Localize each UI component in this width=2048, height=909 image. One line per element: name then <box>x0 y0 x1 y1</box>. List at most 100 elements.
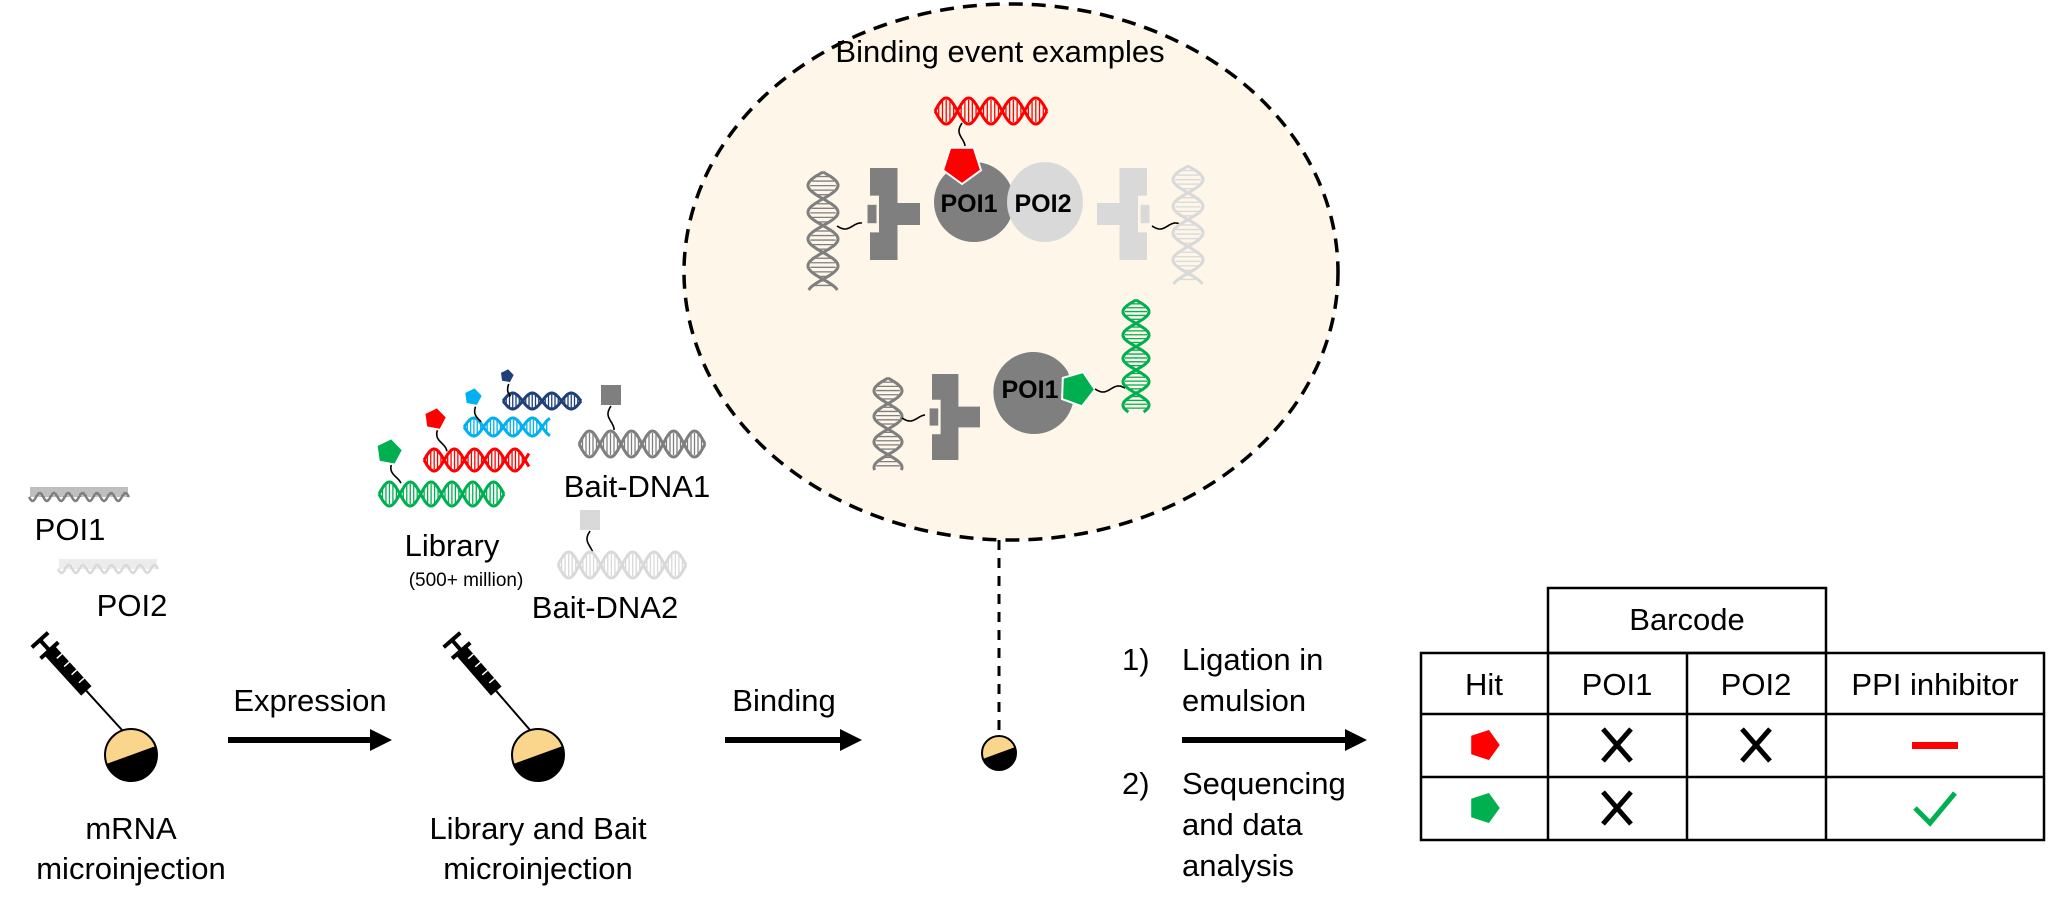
check-icon <box>1913 791 1957 827</box>
blue-library-dna-icon <box>462 416 551 438</box>
syringe-plunger <box>38 638 51 652</box>
bait-ligand <box>867 204 877 224</box>
poi2-mrna-icon <box>56 559 160 575</box>
bait1-ligand-icon <box>601 385 621 405</box>
syringe-plunger <box>450 638 463 652</box>
bait1-holder <box>929 374 980 460</box>
bait-dna2-helix-icon <box>1171 164 1205 285</box>
bait-dna1-helix-icon <box>577 429 707 459</box>
bubble-title: Binding event examples <box>835 34 1164 69</box>
syringe-barrel <box>44 645 92 696</box>
results-table: Barcode Hit POI1 POI2 PPI inhibitor <box>1419 586 2046 842</box>
linker <box>586 530 594 553</box>
binding-arrow-head <box>840 729 862 751</box>
poi1-protein-body <box>994 354 1074 434</box>
syringe-icon <box>30 631 123 731</box>
droplet-dark-half <box>513 746 564 782</box>
syringe-body <box>442 631 531 731</box>
bait-dna1-label: Bait-DNA1 <box>564 469 710 504</box>
header-hit: Hit <box>1465 667 1503 702</box>
step1-caption-line1: mRNA <box>85 811 177 846</box>
step2-caption-line1: Library and Bait <box>429 811 647 846</box>
dna-strand <box>462 416 551 438</box>
poi2-mrna-label: POI2 <box>97 588 168 623</box>
ligation-arrow-head <box>1345 729 1367 751</box>
linker <box>473 404 482 423</box>
green-hit-pentagon-icon <box>1061 370 1097 408</box>
dna-strand <box>933 96 1049 126</box>
bait-dna1-helix-icon <box>806 170 840 291</box>
dna-strand <box>933 96 1049 126</box>
red-hit-pentagon-icon <box>941 146 983 186</box>
dna-strand <box>577 429 707 459</box>
complex1-poi1-label: POI1 <box>941 190 998 218</box>
minus-icon <box>1912 742 1958 749</box>
blue-pentagon-icon <box>463 385 485 408</box>
step3-line2b: and data <box>1182 807 1303 842</box>
navy-library-dna-icon <box>501 391 583 411</box>
library-size-label: (500+ million) <box>409 570 524 591</box>
barcode-header: Barcode <box>1629 602 1744 637</box>
green-library-dna-icon <box>377 480 506 508</box>
step3-number-2: 2) <box>1122 766 1150 801</box>
bait-ligand <box>929 408 939 426</box>
syringe-tick <box>78 677 85 684</box>
bait2-ligand-icon <box>580 510 600 530</box>
binding-label: Binding <box>732 683 835 718</box>
emulsion-droplet-icon <box>981 735 1017 771</box>
step3-line2c: analysis <box>1182 848 1294 883</box>
navy-pentagon-icon <box>498 366 517 385</box>
complex1-poi2-label: POI2 <box>1015 190 1072 218</box>
header-ppi-inhibitor: PPI inhibitor <box>1851 667 2018 702</box>
dna-strand <box>501 391 583 411</box>
syringe-tick <box>71 669 78 676</box>
header-poi2: POI2 <box>1721 667 1792 702</box>
dna-strand <box>422 447 531 473</box>
green-pentagon-icon <box>375 436 405 466</box>
linker <box>1094 385 1126 393</box>
step3-line2a: Sequencing <box>1182 766 1346 801</box>
droplet-dark-half <box>106 746 157 781</box>
header-poi1: POI1 <box>1582 667 1653 702</box>
expression-label: Expression <box>233 683 386 718</box>
syringe-tick <box>63 661 70 668</box>
syringe-tick <box>474 661 481 668</box>
dna-strand <box>1171 164 1205 285</box>
dna-strand <box>806 170 840 291</box>
syringe-barrel <box>455 645 502 696</box>
syringe-body <box>30 631 123 731</box>
step3-line1b: emulsion <box>1182 683 1306 718</box>
red-library-dna-icon <box>933 96 1049 126</box>
green-pentagon-icon <box>1469 790 1503 826</box>
dna-strand <box>422 447 531 473</box>
syringe-tick <box>467 653 474 660</box>
poi1-mrna-icon <box>27 487 131 503</box>
red-pentagon-icon <box>1469 727 1503 763</box>
x-mark-icon <box>1740 727 1772 763</box>
dna-strand <box>377 480 506 508</box>
table-body-outline <box>1419 651 2046 842</box>
binding-event-bubble: Binding event examples <box>682 2 1340 542</box>
bait-holder <box>1097 168 1147 260</box>
syringe-tick <box>488 677 496 684</box>
red-library-dna-icon <box>422 447 531 473</box>
injection-droplet-icon <box>511 728 565 782</box>
green-library-dna-icon <box>1121 298 1151 414</box>
bait-dna2-helix-icon <box>556 550 688 580</box>
linker <box>958 122 966 147</box>
bait-holder <box>932 374 980 460</box>
bait1-holder <box>867 168 920 260</box>
linker <box>506 382 512 397</box>
dna-strand <box>462 416 551 438</box>
bait-dna2-label: Bait-DNA2 <box>532 590 678 625</box>
syringe-needle <box>495 690 531 731</box>
poi2-protein <box>1007 162 1083 242</box>
dna-strand <box>872 376 904 471</box>
red-pentagon-icon <box>423 405 449 431</box>
linker <box>390 461 402 484</box>
droplet-dark-half <box>983 747 1017 770</box>
bait-holder <box>870 168 920 260</box>
linker <box>1151 222 1181 230</box>
expression-arrow-head <box>370 729 392 751</box>
